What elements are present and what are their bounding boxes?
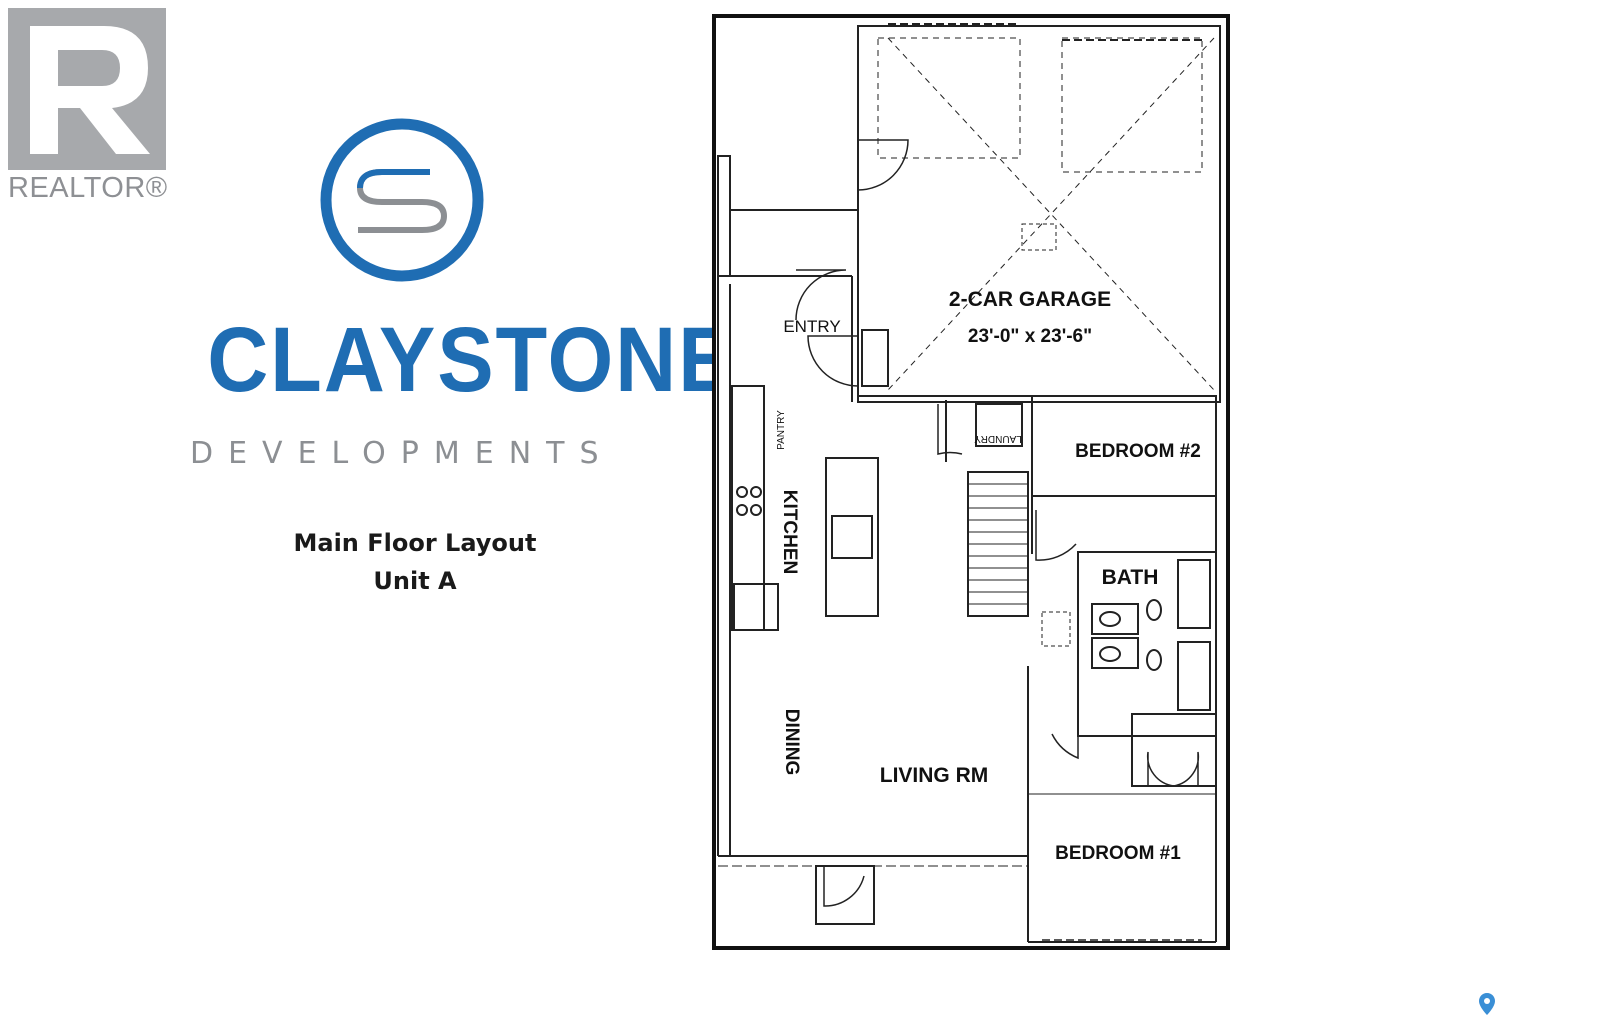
realtor-wordmark: REALTOR® (8, 172, 168, 204)
realtor-logo-icon (8, 8, 166, 170)
room-label-bedroom-2: BEDROOM #2 (1075, 441, 1201, 462)
room-label-dining: DINING (781, 709, 802, 776)
room-label-bedroom-1: BEDROOM #1 (1055, 843, 1181, 864)
claystone-s-logo-icon (318, 116, 486, 284)
layout-title-line1: Main Floor Layout (293, 529, 537, 557)
room-label-garage: 2-CAR GARAGE (949, 288, 1111, 311)
brand-subtitle: DEVELOPMENTS (190, 436, 614, 471)
room-label-living: LIVING RM (880, 764, 989, 787)
layout-title: Main Floor Layout Unit A (250, 524, 580, 600)
layout-title-line2: Unit A (373, 567, 457, 595)
brand-name: CLAYSTONE (207, 309, 737, 411)
room-label-pantry: PANTRY (776, 410, 787, 450)
room-label-bath: BATH (1102, 566, 1159, 589)
floor-plan: 2-CAR GARAGE 23'-0" x 23'-6" ENTRY PANTR… (712, 14, 1232, 952)
room-label-entry: ENTRY (783, 317, 840, 336)
room-label-laundry: LAUNDRY (974, 433, 1022, 444)
room-label-garage-size: 23'-0" x 23'-6" (968, 326, 1092, 347)
map-pin-icon[interactable] (1478, 992, 1496, 1016)
room-label-kitchen: KITCHEN (779, 490, 800, 574)
